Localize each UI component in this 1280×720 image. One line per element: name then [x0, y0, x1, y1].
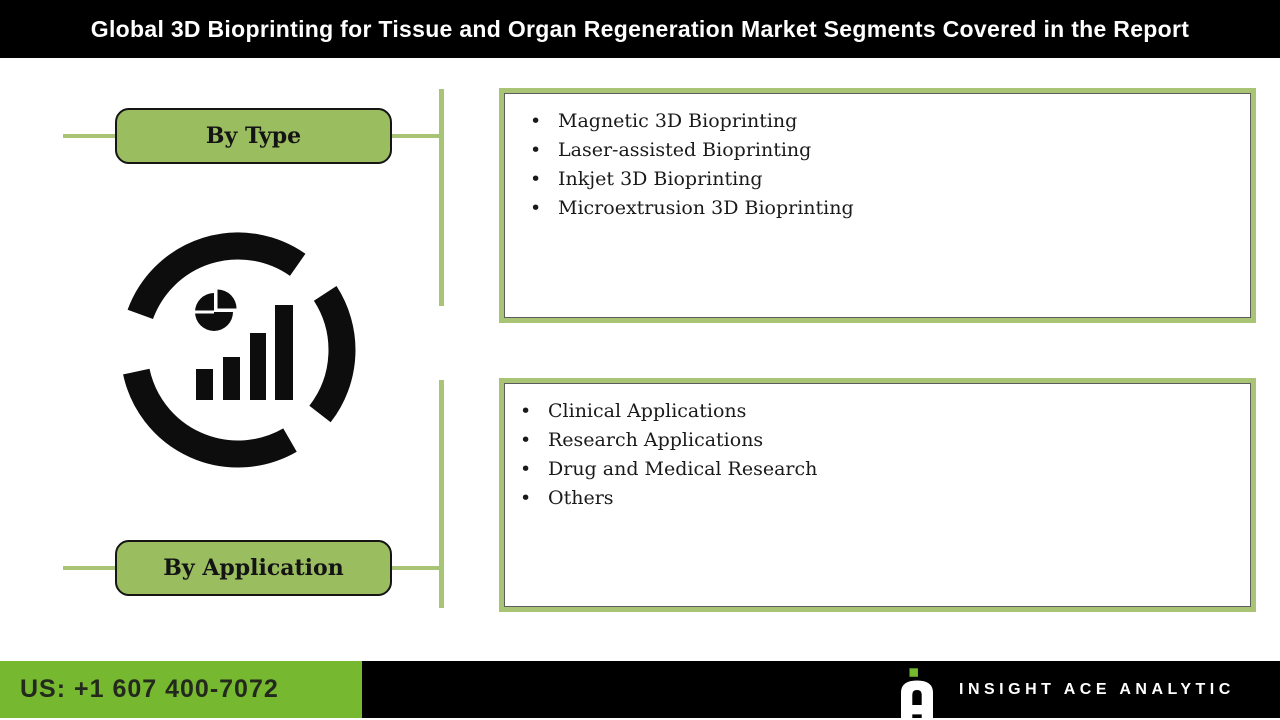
connector-line-by-application-left: [63, 566, 115, 570]
connector-line-vertical-bottom: [439, 380, 444, 608]
by-type-list: Magnetic 3D BioprintingLaser-assisted Bi…: [504, 93, 1251, 223]
segment-pill-label: By Type: [205, 123, 302, 149]
list-item: Microextrusion 3D Bioprinting: [530, 194, 1241, 223]
list-item: Drug and Medical Research: [520, 455, 1241, 484]
list-item: Others: [520, 484, 1241, 513]
list-item: Laser-assisted Bioprinting: [530, 136, 1241, 165]
page-title: Global 3D Bioprinting for Tissue and Org…: [90, 16, 1190, 42]
broken-ring: [123, 232, 356, 468]
list-item: Clinical Applications: [520, 397, 1241, 426]
list-item: Magnetic 3D Bioprinting: [530, 107, 1241, 136]
list-item: Inkjet 3D Bioprinting: [530, 165, 1241, 194]
by-type-items-box: Magnetic 3D BioprintingLaser-assisted Bi…: [499, 88, 1256, 323]
brand-banner: INSIGHT ACE ANALYTIC: [362, 661, 1280, 719]
connector-line-by-type-left: [63, 134, 115, 138]
by-application-items-box: Clinical ApplicationsResearch Applicatio…: [499, 378, 1256, 612]
bar-chart-glyph: [196, 305, 293, 400]
connector-line-by-type-right: [392, 134, 444, 138]
header-bar: Global 3D Bioprinting for Tissue and Org…: [0, 0, 1280, 58]
list-item: Research Applications: [520, 426, 1241, 455]
segment-pill-by-type: By Type: [115, 108, 392, 164]
phone-number: US: +1 607 400-7072: [20, 675, 279, 703]
connector-line-vertical-top: [439, 89, 444, 306]
market-chart-circle-icon: [123, 232, 356, 468]
pie-chart-glyph: [195, 289, 237, 331]
insight-ace-logo-icon: [901, 668, 933, 719]
footer-bar: US: +1 607 400-7072 INSIGHT ACE ANALYTIC: [0, 661, 1280, 719]
phone-banner: US: +1 607 400-7072: [0, 661, 362, 718]
segment-pill-label: By Application: [163, 555, 344, 581]
connector-line-by-application-right: [392, 566, 444, 570]
segment-pill-by-application: By Application: [115, 540, 392, 596]
by-application-list: Clinical ApplicationsResearch Applicatio…: [504, 383, 1251, 513]
brand-name: INSIGHT ACE ANALYTIC: [959, 681, 1235, 698]
